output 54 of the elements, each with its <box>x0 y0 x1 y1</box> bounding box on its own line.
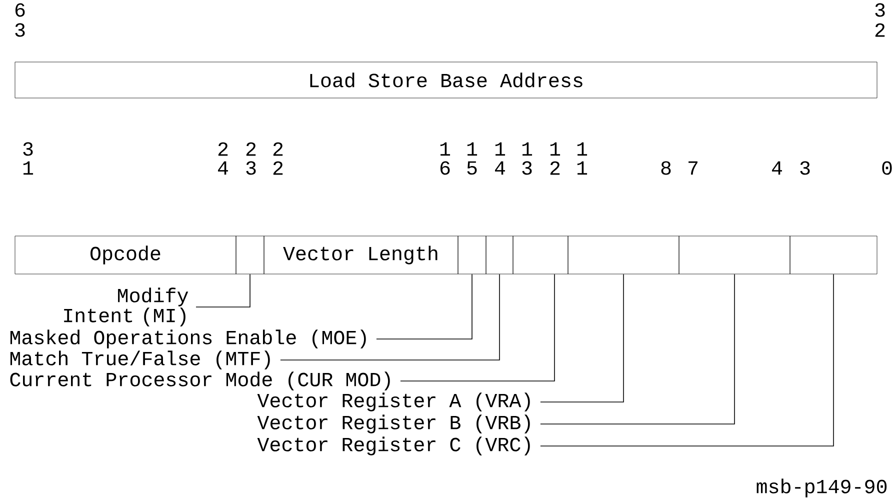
bit-number: 0 <box>882 161 892 175</box>
bit-number: 4 <box>495 161 505 175</box>
bit-number: 1 <box>440 142 450 156</box>
bit-number: 1 <box>23 161 34 175</box>
leader-line <box>540 274 834 446</box>
bit-number: 4 <box>218 161 228 175</box>
leader-line <box>376 274 472 340</box>
bit-field-cell: Opcode <box>14 236 236 274</box>
bit-field-cell <box>486 236 514 274</box>
bit-number: 2 <box>550 161 560 175</box>
leader-line <box>400 274 555 382</box>
field-label: Vector Register B (VRB) <box>257 414 530 434</box>
leader-line <box>540 274 735 424</box>
bit-number: 3 <box>23 142 33 156</box>
figure-id: msb-p149-90 <box>756 478 887 498</box>
field-label: Match True/False (MTF) <box>10 350 270 370</box>
leader-line <box>540 274 624 402</box>
bit-number: 3 <box>15 23 25 37</box>
bit-number: 3 <box>800 161 810 175</box>
bit-number: 1 <box>577 142 588 156</box>
bit-number: 6 <box>15 3 25 17</box>
field-label: Current Processor Mode (CUR MOD) <box>10 372 390 390</box>
field-label: Vector Register A (VRA) <box>257 392 530 412</box>
bit-number: 2 <box>273 161 283 175</box>
bit-field-cell <box>512 236 568 274</box>
bit-number: 3 <box>246 161 256 175</box>
leader-line <box>280 274 500 360</box>
bit-number: 3 <box>522 161 532 175</box>
bit-number: 1 <box>522 142 532 156</box>
bit-number: 1 <box>495 142 506 156</box>
bit-field-cell <box>236 236 264 274</box>
register-box: Load Store Base Address <box>14 62 878 98</box>
bit-number: 4 <box>772 161 782 175</box>
bit-number: 2 <box>218 142 228 156</box>
bit-number: 2 <box>246 142 256 156</box>
bit-number: 6 <box>440 161 450 175</box>
bit-number: 5 <box>467 161 477 175</box>
bit-field-cell <box>458 236 486 274</box>
bit-number: 3 <box>875 3 885 17</box>
bit-number: 1 <box>467 142 478 156</box>
bit-number: 7 <box>688 161 698 175</box>
bit-number: 8 <box>661 161 671 175</box>
bit-field-cell <box>678 236 790 274</box>
bit-number: 2 <box>875 23 885 37</box>
field-label: Vector Register C (VRC) <box>257 436 530 456</box>
bit-field-cell <box>568 236 680 274</box>
bit-number: 1 <box>577 161 588 175</box>
field-label: Masked Operations Enable (MOE) <box>10 330 366 348</box>
leader-line <box>196 274 250 308</box>
field-label: Modify Intent (MI) <box>64 288 188 326</box>
bit-number: 1 <box>550 142 560 156</box>
bit-field-cell: Vector Length <box>264 236 458 274</box>
bit-field-cell <box>790 236 878 274</box>
bit-number: 2 <box>273 142 283 156</box>
